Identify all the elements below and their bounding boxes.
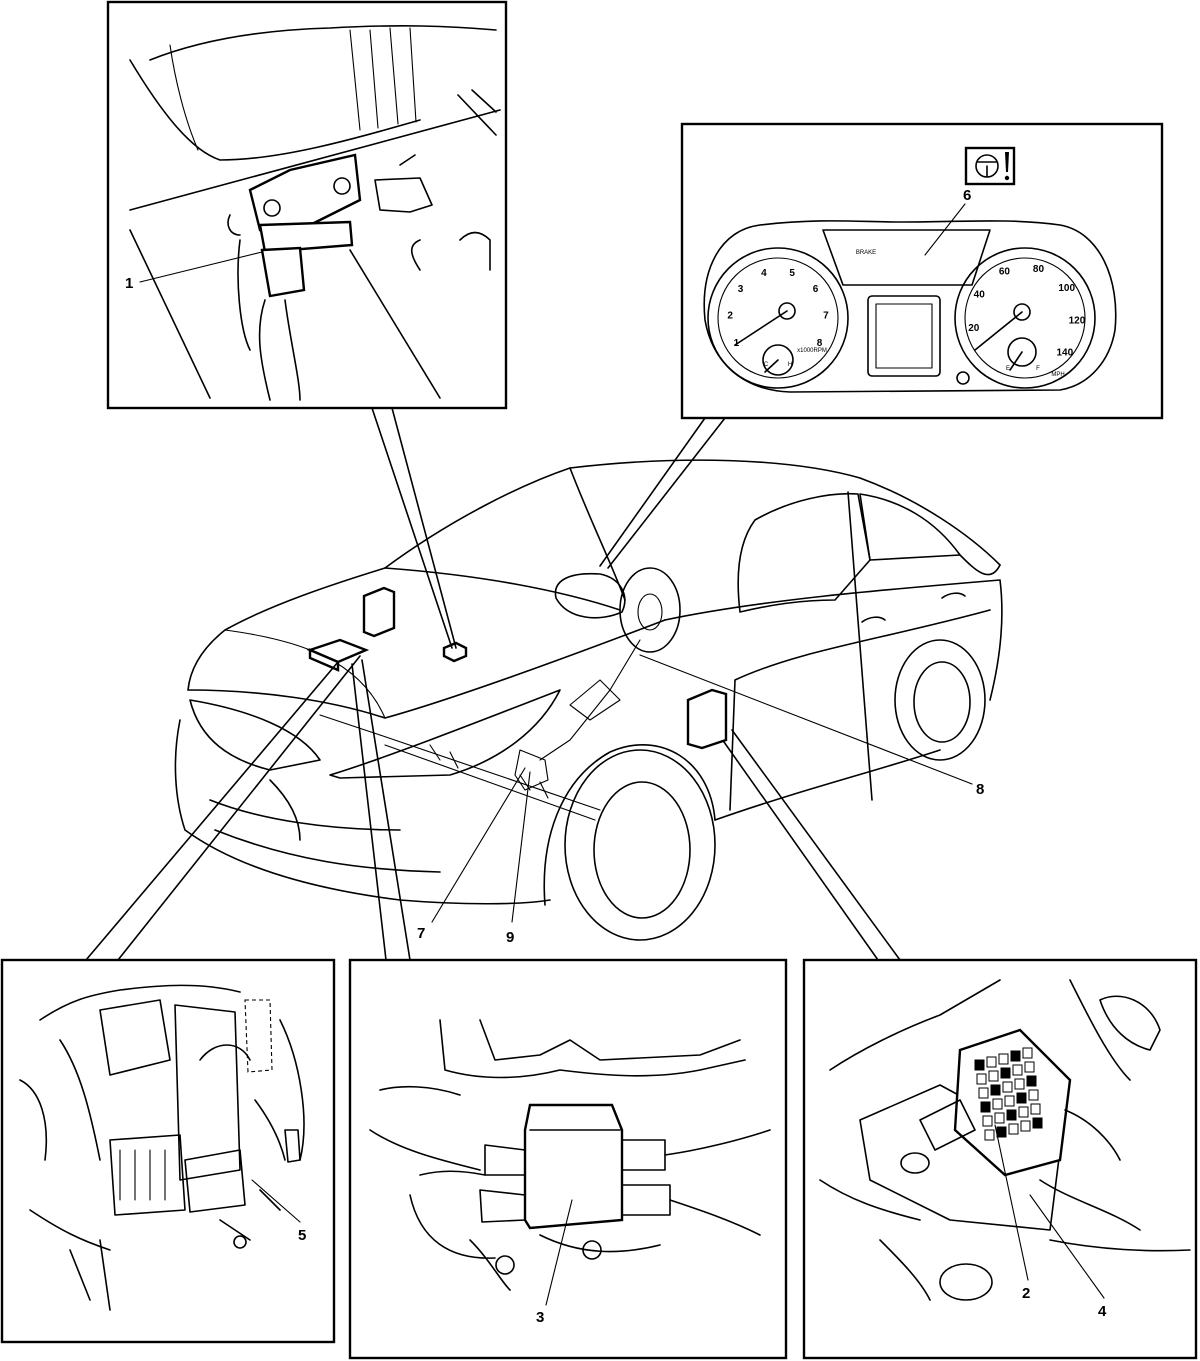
- connector-pin: [1032, 1117, 1043, 1129]
- tach-tick-label: 5: [789, 268, 795, 279]
- connector-pin: [1006, 1109, 1017, 1121]
- connector-pin: [990, 1084, 1001, 1096]
- connector-pin: [1000, 1067, 1011, 1079]
- speed-tick-label: 20: [968, 323, 980, 334]
- connector-pin-grid: [974, 1047, 1043, 1141]
- connector-pin: [1022, 1047, 1033, 1059]
- callout-8: 8: [976, 781, 984, 798]
- connector-pin: [980, 1101, 991, 1113]
- connector-pin: [1012, 1064, 1023, 1076]
- connector-pin: [984, 1129, 995, 1141]
- callout-3: 3: [536, 1309, 544, 1326]
- connector-pin: [1024, 1061, 1035, 1073]
- connector-pin: [974, 1059, 985, 1071]
- connector-pin: [1010, 1050, 1021, 1062]
- fuel-mark-label: F: [1036, 366, 1040, 372]
- speed-tick-label: 80: [1033, 264, 1045, 275]
- fuel-mark-label: E: [1006, 366, 1010, 372]
- callout-4: 4: [1098, 1303, 1107, 1320]
- panel-battery-terminal: 1: [106, 0, 508, 410]
- connector-pin: [1008, 1123, 1019, 1135]
- connector-pin: [1002, 1081, 1013, 1093]
- speed-tick-label: 120: [1069, 316, 1086, 327]
- connector-pin: [996, 1126, 1007, 1138]
- connector-pin: [1026, 1075, 1037, 1087]
- connector-pin: [992, 1098, 1003, 1110]
- tach-tick-label: 8: [817, 338, 823, 349]
- tach-tick-label: 6: [813, 284, 819, 295]
- tach-tick-label: 2: [727, 310, 733, 321]
- speed-tick-label: 40: [974, 289, 986, 300]
- connector-pin: [1016, 1092, 1027, 1104]
- connector-pin: [1030, 1103, 1041, 1115]
- connector-pin: [1020, 1120, 1031, 1132]
- connector-pin: [994, 1112, 1005, 1124]
- callout-1: 1: [125, 275, 133, 292]
- connector-pin: [1018, 1106, 1029, 1118]
- module-3-on-car: [362, 586, 396, 638]
- tach-unit-label: x1000RPM: [797, 348, 827, 354]
- car-illustration: [174, 459, 1003, 941]
- panel-engine-fuse-block: 5: [0, 958, 336, 1344]
- connector-pin: [982, 1115, 993, 1127]
- tach-tick-label: 1: [734, 338, 740, 349]
- temp-mark-label: H: [788, 362, 792, 368]
- temp-mark-label: C: [764, 362, 769, 368]
- tach-tick-label: 4: [761, 268, 767, 279]
- speed-unit-label: MPH: [1051, 372, 1064, 378]
- callout-6: 6: [963, 187, 971, 204]
- connector-pin: [978, 1087, 989, 1099]
- panel-body-control-connector: 2 4: [802, 958, 1198, 1360]
- brake-indicator-label: BRAKE: [856, 250, 876, 256]
- connector-pin: [988, 1070, 999, 1082]
- tach-tick-label: 3: [738, 284, 744, 295]
- tach-tick-label: 7: [823, 310, 829, 321]
- connector-pin: [986, 1056, 997, 1068]
- speed-tick-label: 140: [1056, 347, 1073, 358]
- connector-pin: [1028, 1089, 1039, 1101]
- connector-pin: [976, 1073, 987, 1085]
- connector-pin: [1004, 1095, 1015, 1107]
- callout-7: 7: [417, 925, 425, 942]
- panel-power-steering-module: 3: [348, 958, 788, 1360]
- panel-instrument-cluster: 6: [680, 122, 1164, 420]
- callout-2: 2: [1022, 1285, 1030, 1302]
- callout-9: 9: [506, 929, 514, 946]
- speed-tick-label: 60: [999, 266, 1011, 277]
- callout-5: 5: [298, 1227, 306, 1244]
- panel-leaders: [85, 407, 973, 961]
- connector-pin: [1014, 1078, 1025, 1090]
- connector-pin: [998, 1053, 1009, 1065]
- speed-tick-label: 100: [1058, 283, 1075, 294]
